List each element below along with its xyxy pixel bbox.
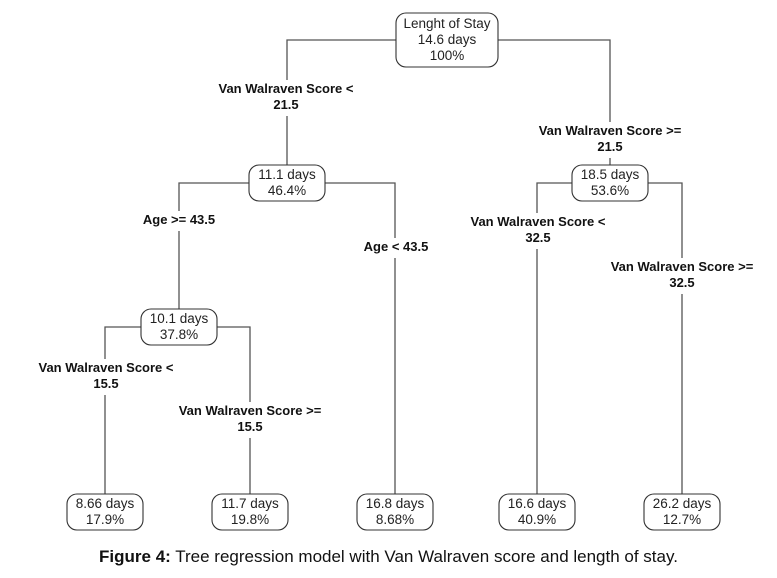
split-label: Van Walraven Score <21.5	[207, 80, 365, 116]
split-label-text: Van Walraven Score >=	[539, 123, 682, 138]
tree-edge-n4-n5	[104, 326, 141, 494]
node-percentage: 8.68%	[376, 512, 414, 527]
caption-prefix: Figure 4:	[99, 547, 171, 566]
node-percentage: 37.8%	[160, 327, 198, 342]
split-label-text: Van Walraven Score <	[470, 214, 605, 229]
node-percentage: 100%	[430, 48, 465, 63]
split-label-text: Van Walraven Score >=	[611, 259, 754, 274]
split-label-text: 32.5	[669, 275, 694, 290]
node-mean-days: 16.8 days	[366, 496, 425, 511]
split-label: Van Walraven Score >=15.5	[167, 402, 333, 438]
split-label-background	[167, 402, 333, 438]
split-label-text: Van Walraven Score >=	[179, 403, 322, 418]
node-mean-days: 8.66 days	[76, 496, 135, 511]
split-label-text: 15.5	[237, 419, 262, 434]
split-label: Van Walraven Score >=32.5	[599, 258, 765, 294]
node-mean-days: 10.1 days	[150, 311, 209, 326]
tree-edge-n3-n8	[536, 182, 572, 494]
split-label-background	[355, 238, 437, 258]
node-box	[571, 164, 649, 202]
node-mean-days: 16.6 days	[508, 496, 567, 511]
split-label-text: Age >= 43.5	[143, 212, 215, 227]
tree-edge-n2-n7	[325, 182, 396, 494]
split-label-background	[27, 359, 185, 395]
figure-caption: Figure 4: Tree regression model with Van…	[0, 547, 777, 567]
node-mean-days: 14.6 days	[418, 32, 477, 47]
split-label-text: 21.5	[597, 139, 622, 154]
node-box	[395, 12, 499, 68]
split-label-text: Van Walraven Score <	[218, 81, 353, 96]
split-label: Age < 43.5	[355, 238, 437, 258]
node-percentage: 53.6%	[591, 183, 629, 198]
split-label: Van Walraven Score <15.5	[27, 359, 185, 395]
node-box	[356, 493, 434, 531]
node-box	[498, 493, 576, 531]
split-label-text: 32.5	[525, 230, 550, 245]
split-label-background	[459, 213, 617, 249]
split-label-text: 21.5	[273, 97, 298, 112]
split-label-background	[599, 258, 765, 294]
node-title: Lenght of Stay	[403, 16, 490, 31]
tree-edge-n2-n4	[178, 182, 249, 309]
split-label: Van Walraven Score >=21.5	[527, 122, 693, 158]
node-mean-days: 11.1 days	[258, 167, 316, 182]
tree-edge-n3-n9	[648, 182, 683, 494]
split-label: Age >= 43.5	[134, 211, 224, 231]
split-label-background	[134, 211, 224, 231]
split-label: Van Walraven Score <32.5	[459, 213, 617, 249]
node-percentage: 17.9%	[86, 512, 124, 527]
node-box	[66, 493, 144, 531]
node-box	[140, 308, 218, 346]
split-label-text: 15.5	[93, 376, 118, 391]
split-label-background	[207, 80, 365, 116]
node-percentage: 40.9%	[518, 512, 556, 527]
edges-layer	[104, 39, 683, 494]
node-box	[643, 493, 721, 531]
split-label-text: Van Walraven Score <	[38, 360, 173, 375]
node-box	[248, 164, 326, 202]
tree-edge-n4-n6	[217, 326, 251, 494]
node-mean-days: 26.2 days	[653, 496, 712, 511]
node-box	[211, 493, 289, 531]
tree-edge-n1-n2	[286, 39, 396, 165]
node-percentage: 12.7%	[663, 512, 701, 527]
node-percentage: 19.8%	[231, 512, 269, 527]
split-label-text: Age < 43.5	[364, 239, 429, 254]
split-label-background	[527, 122, 693, 158]
node-percentage: 46.4%	[268, 183, 306, 198]
node-mean-days: 11.7 days	[221, 496, 279, 511]
caption-text: Tree regression model with Van Walraven …	[170, 547, 678, 566]
node-mean-days: 18.5 days	[581, 167, 640, 182]
